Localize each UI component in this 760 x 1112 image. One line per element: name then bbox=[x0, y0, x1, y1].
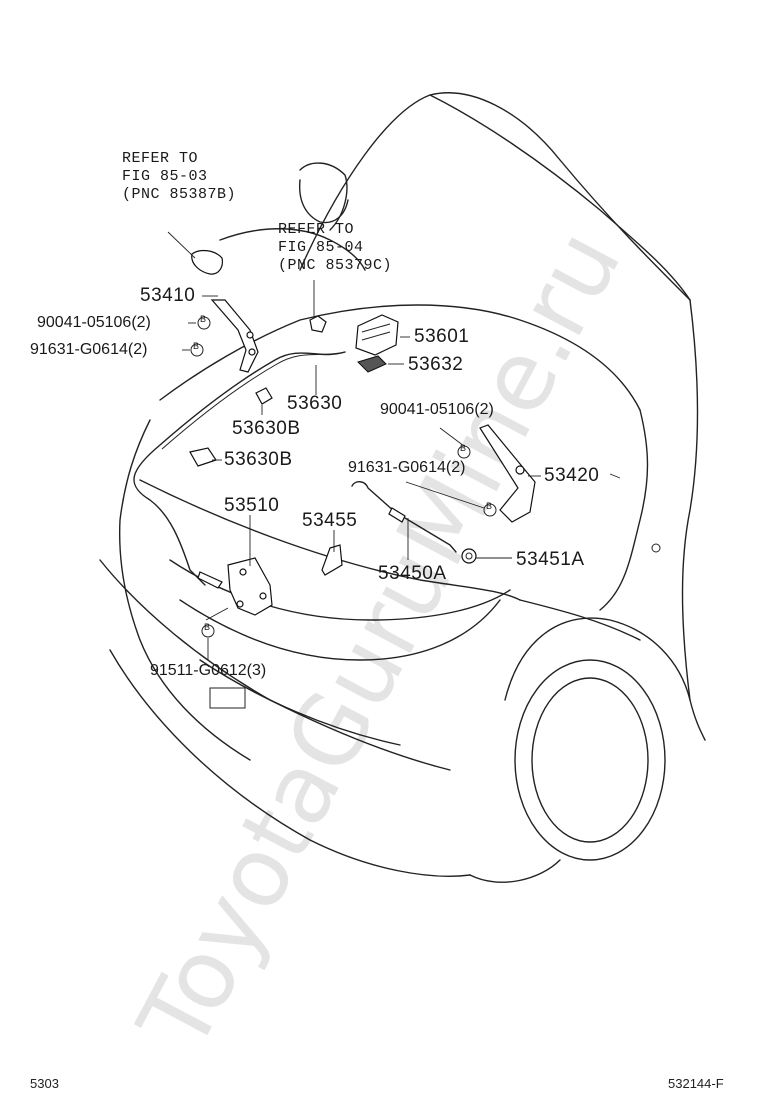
part-53410-hinge bbox=[210, 299, 259, 373]
bolt-marker-letter: B bbox=[200, 314, 207, 324]
part-53632-cover bbox=[357, 355, 387, 373]
reference-note-85379c: REFER TO FIG 85-04 (PNC 85379C) bbox=[278, 221, 392, 275]
callout-90041-05106-right: 90041-05106(2) bbox=[380, 401, 494, 418]
callout-53630b-upper: 53630B bbox=[232, 418, 301, 439]
bolt-marker bbox=[201, 624, 215, 638]
bolt-markers bbox=[190, 316, 497, 638]
footer-page-code: 5303 bbox=[30, 1076, 59, 1091]
part-53450a-support-rod bbox=[351, 481, 457, 553]
part-53455-bracket bbox=[321, 544, 343, 576]
leader-lines bbox=[167, 231, 621, 660]
ref-part-85387b bbox=[191, 249, 223, 275]
footer-figure-code: 532144-F bbox=[668, 1076, 724, 1091]
bolt-marker bbox=[457, 445, 471, 459]
hood-release-cable bbox=[133, 351, 346, 586]
bolt-marker-letter: B bbox=[486, 501, 493, 511]
callout-91631-g0614-right: 91631-G0614(2) bbox=[348, 459, 466, 476]
callout-53451a: 53451A bbox=[516, 549, 585, 570]
callout-53410: 53410 bbox=[140, 285, 196, 306]
part-53601-lever bbox=[355, 314, 399, 356]
bolt-marker-letter: B bbox=[204, 622, 211, 632]
callout-53420: 53420 bbox=[544, 465, 600, 486]
callout-90041-05106-left: 90041-05106(2) bbox=[37, 314, 151, 331]
reference-line: FIG 85-04 bbox=[278, 239, 364, 256]
callout-53630b-lower: 53630B bbox=[224, 449, 293, 470]
bolt-marker-letter: B bbox=[193, 341, 200, 351]
reference-line: REFER TO bbox=[122, 150, 199, 167]
bolt-marker bbox=[483, 503, 497, 517]
bolt-marker bbox=[197, 316, 211, 330]
callout-53632: 53632 bbox=[408, 354, 464, 375]
reference-note-85387b: REFER TO FIG 85-03 (PNC 85387B) bbox=[122, 150, 236, 204]
part-53630b-clip-upper bbox=[255, 387, 273, 405]
reference-line: REFER TO bbox=[278, 221, 355, 238]
part-53420-hinge bbox=[479, 424, 536, 523]
ref-part-85379c bbox=[309, 315, 327, 333]
part-53451a-grommet bbox=[461, 548, 477, 564]
part-53510-lock bbox=[197, 557, 273, 616]
callout-53630: 53630 bbox=[287, 393, 343, 414]
callout-53455: 53455 bbox=[302, 510, 358, 531]
car-body-outline bbox=[99, 92, 706, 883]
reference-line: (PNC 85379C) bbox=[278, 257, 393, 274]
callout-91511-g0612: 91511-G0612(3) bbox=[150, 662, 267, 679]
bolt-marker-letter: B bbox=[460, 443, 467, 453]
reference-line: FIG 85-03 bbox=[122, 168, 208, 185]
part-53630b-clip-lower bbox=[189, 447, 217, 467]
callout-53510: 53510 bbox=[224, 495, 280, 516]
bolt-marker bbox=[190, 343, 204, 357]
callout-53601: 53601 bbox=[414, 326, 470, 347]
callout-91631-g0614-left: 91631-G0614(2) bbox=[30, 341, 148, 358]
reference-line: (PNC 85387B) bbox=[122, 186, 237, 203]
callout-53450a: 53450A bbox=[378, 563, 447, 584]
